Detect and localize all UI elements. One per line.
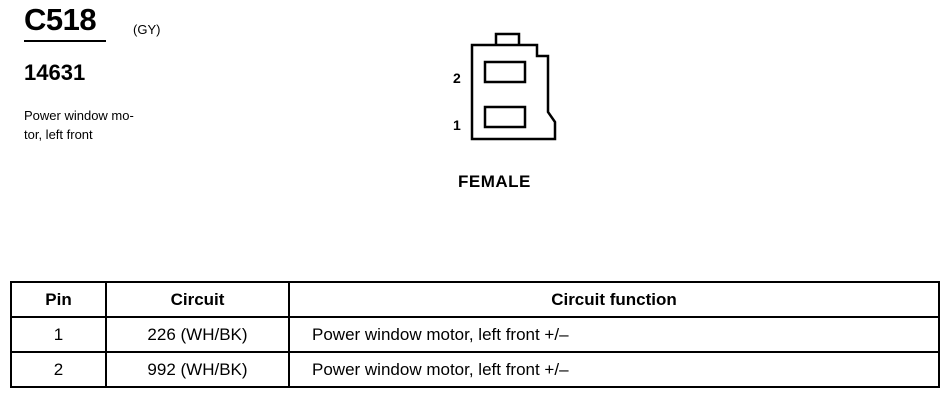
pin-label-1: 1 <box>453 117 461 133</box>
connector-id: C518 <box>24 2 97 37</box>
connector-id-underline <box>24 40 106 42</box>
table-row: 2 992 (WH/BK) Power window motor, left f… <box>10 351 940 388</box>
pinout-table: Pin Circuit Circuit function 1 226 (WH/B… <box>10 281 940 388</box>
table-header-row: Pin Circuit Circuit function <box>10 281 940 318</box>
header-pin: Pin <box>10 281 107 318</box>
cell-circuit: 992 (WH/BK) <box>105 351 290 388</box>
cell-function: Power window motor, left front +/– <box>288 351 940 388</box>
connector-gender: FEMALE <box>458 172 531 191</box>
connector-description: Power window mo- tor, left front <box>24 108 134 142</box>
cell-function: Power window motor, left front +/– <box>288 316 940 353</box>
cell-pin: 2 <box>10 351 107 388</box>
connector-outline <box>470 32 557 141</box>
header-circuit-function: Circuit function <box>288 281 940 318</box>
cell-circuit: 226 (WH/BK) <box>105 316 290 353</box>
pin-cavity-2 <box>483 60 527 84</box>
table-row: 1 226 (WH/BK) Power window motor, left f… <box>10 316 940 353</box>
part-number: 14631 <box>24 60 86 85</box>
pin-cavity-1 <box>483 105 527 129</box>
cell-pin: 1 <box>10 316 107 353</box>
connector-color: (GY) <box>133 22 161 37</box>
pin-label-2: 2 <box>453 70 461 86</box>
header-circuit: Circuit <box>105 281 290 318</box>
connector-face-diagram: 2 1 <box>440 28 580 148</box>
connector-housing <box>470 43 557 141</box>
connector-latch <box>494 32 521 45</box>
